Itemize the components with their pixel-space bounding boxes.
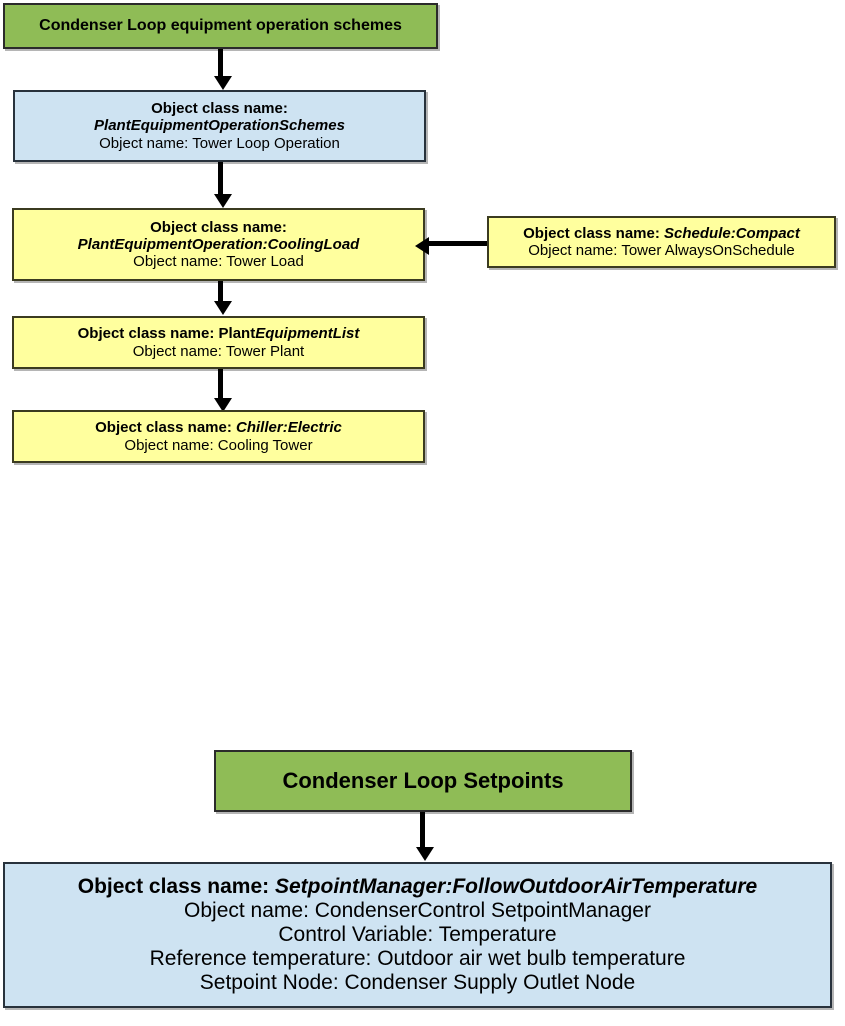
node-class-label-line: Object class name:: [151, 100, 288, 118]
node-object-name: Object name: Cooling Tower: [124, 436, 313, 454]
arrowhead-down-icon: [214, 76, 232, 90]
arrowhead-down-icon: [416, 847, 434, 861]
node-class-name: SetpointManager:FollowOutdoorAirTemperat…: [275, 875, 758, 899]
header-setpoints-title: Condenser Loop Setpoints: [282, 768, 564, 794]
node-class-line: Object class name: SetpointManager:Follo…: [5, 875, 830, 899]
node-object-name: Object name: Tower Loop Operation: [99, 134, 340, 152]
arrowhead-left-icon: [415, 237, 429, 255]
header-schemes-title: Condenser Loop equipment operation schem…: [39, 16, 402, 34]
node-class-name: PlantEquipmentOperation:CoolingLoad: [77, 235, 360, 253]
node-class-line: Object class name: Chiller:Electric: [14, 419, 423, 436]
node-class-name: PlantEquipmentOperationSchemes: [94, 117, 345, 135]
node-setpoint-node: Setpoint Node: Condenser Supply Outlet N…: [199, 970, 636, 994]
arrow-schemes-to-operation-schemes: [214, 49, 232, 90]
arrow-cooling-load-to-equipment-list: [214, 281, 232, 315]
node-class-line: Object class name: PlantEquipmentList: [14, 325, 423, 342]
node-class-label: Object class name:: [523, 224, 665, 242]
node-class-name: Schedule:Compact: [664, 224, 800, 242]
arrowhead-down-icon: [214, 301, 232, 315]
node-chiller-electric[interactable]: Object class name: Chiller:Electric Obje…: [12, 410, 425, 463]
node-object-name: Object name: CondenserControl SetpointMa…: [184, 899, 651, 923]
node-plant-equipment-operation-schemes[interactable]: Object class name: PlantEquipmentOperati…: [13, 90, 426, 162]
node-control-variable: Control Variable: Temperature: [278, 923, 557, 947]
node-class-name: Chiller:Electric: [236, 419, 342, 437]
node-class-label: Object class name:: [77, 325, 219, 343]
node-reference-temperature: Reference temperature: Outdoor air wet b…: [149, 946, 686, 970]
arrowhead-down-icon: [214, 194, 232, 208]
node-object-name: Object name: Tower Plant: [132, 342, 305, 360]
node-class-name-plain-part: Plant: [218, 325, 256, 343]
node-class-name: EquipmentList: [255, 325, 360, 343]
node-condenser-loop-equipment-operation-schemes-header[interactable]: Condenser Loop equipment operation schem…: [3, 3, 438, 49]
node-object-name: Object name: Tower AlwaysOnSchedule: [528, 242, 795, 259]
arrowhead-down-icon: [214, 398, 232, 412]
node-class-label: Object class name:: [95, 419, 237, 437]
arrow-schedule-to-cooling-load: [415, 237, 487, 255]
node-condenser-loop-setpoints-header[interactable]: Condenser Loop Setpoints: [214, 750, 632, 812]
node-object-name: Object name: Tower Load: [133, 253, 304, 271]
node-class-line: Object class name: Schedule:Compact: [489, 225, 834, 242]
node-plant-equipment-list[interactable]: Object class name: PlantEquipmentList Ob…: [12, 316, 425, 369]
node-setpoint-manager-follow-outdoor-air-temperature[interactable]: Object class name: SetpointManager:Follo…: [3, 862, 832, 1008]
node-class-label: Object class name:: [77, 875, 275, 899]
node-schedule-compact[interactable]: Object class name: Schedule:Compact Obje…: [487, 216, 836, 268]
arrow-equipment-list-to-chiller: [214, 369, 232, 412]
arrow-setpoints-to-setpoint-manager: [416, 812, 434, 861]
node-plant-equipment-operation-cooling-load[interactable]: Object class name: PlantEquipmentOperati…: [12, 208, 425, 281]
node-class-label-line: Object class name:: [150, 218, 287, 236]
arrow-operation-schemes-to-cooling-load: [214, 162, 232, 208]
